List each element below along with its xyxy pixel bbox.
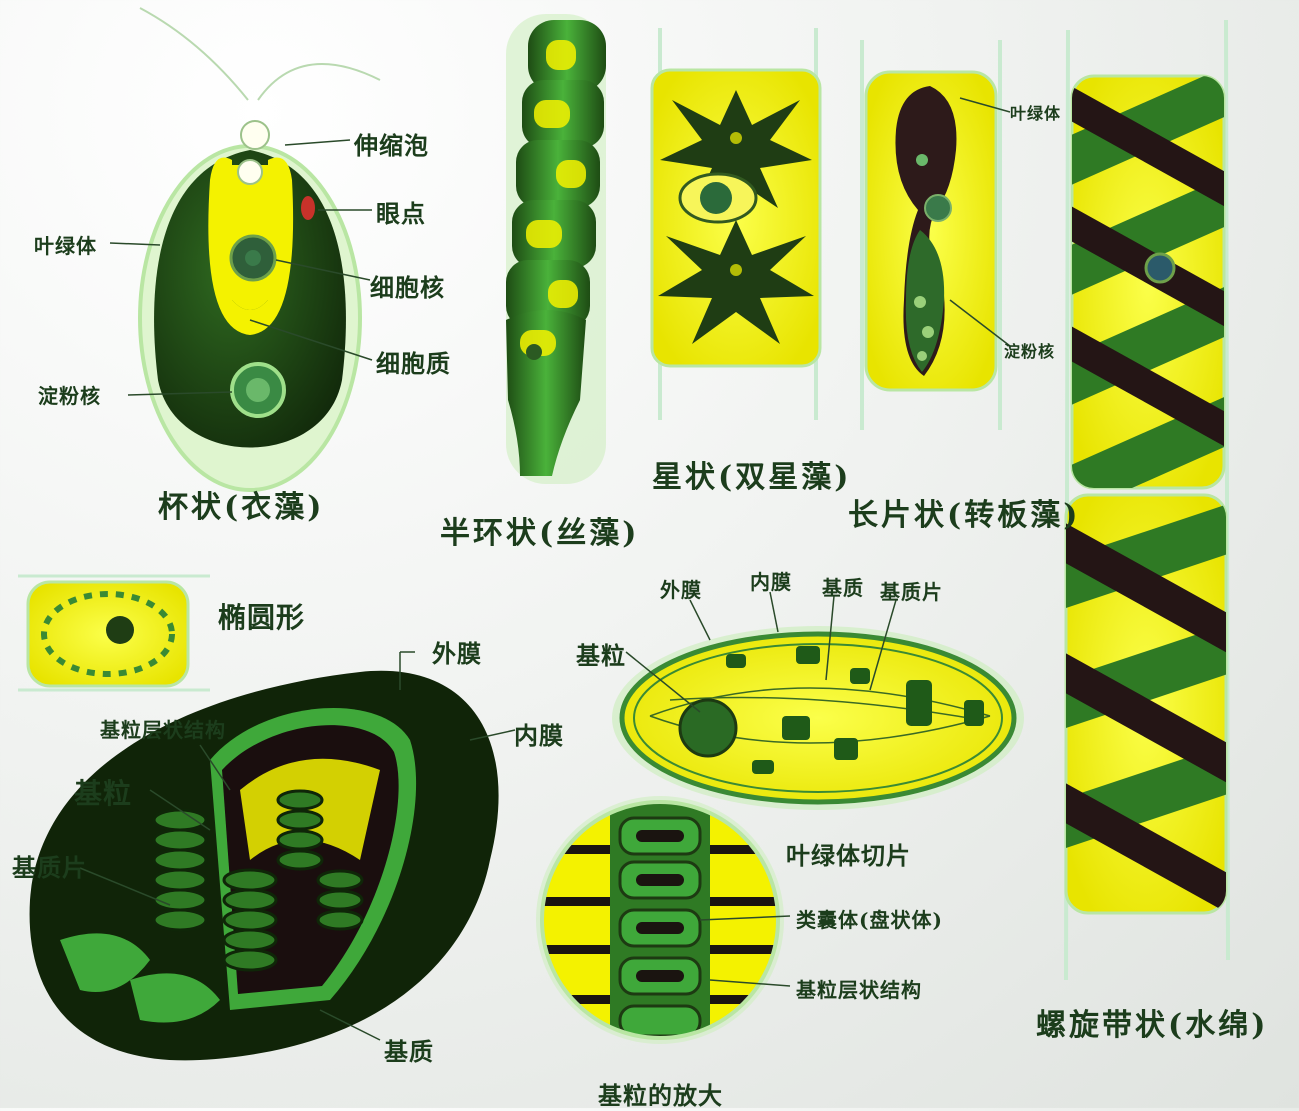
label-3d-granum: 基粒 (74, 772, 132, 812)
label-3d-outer-membrane: 外膜 (432, 634, 482, 669)
label-cytoplasm: 细胞质 (376, 344, 451, 379)
ulothrix-figure (506, 14, 606, 484)
label-3d-stroma: 基质 (384, 1032, 434, 1067)
caption-mougeotia: 长片状(转板藻) (848, 490, 1080, 534)
label-section-stroma: 基质 (822, 572, 864, 601)
mougeotia-figure (862, 40, 1010, 430)
label-thylakoid: 类囊体(盘状体) (796, 904, 943, 933)
label-3d-inner-membrane: 内膜 (514, 716, 564, 751)
granum-enlarged-figure (530, 796, 790, 1044)
chlamydomonas-figure (110, 8, 380, 490)
caption-ulothrix: 半环状(丝藻) (440, 508, 639, 552)
label-3d-stroma-lamella: 基质片 (12, 848, 87, 883)
chloroplast-section-figure (612, 592, 1024, 810)
label-section-stroma-lamella: 基质片 (880, 576, 943, 605)
label-nucleus: 细胞核 (370, 268, 445, 303)
label-contractile-vacuole: 伸缩泡 (354, 126, 429, 161)
caption-ellipsoid: 椭圆形 (218, 596, 305, 636)
label-3d-grana-lamellae: 基粒层状结构 (100, 714, 226, 743)
label-pyrenoid: 淀粉核 (38, 380, 101, 409)
caption-chloroplast-section: 叶绿体切片 (786, 836, 911, 871)
caption-granum-enlarged: 基粒的放大 (598, 1076, 723, 1111)
label-eyespot: 眼点 (376, 194, 426, 229)
label-mougeotia-pyrenoid: 淀粉核 (1004, 338, 1055, 362)
label-section-outer-membrane: 外膜 (660, 574, 702, 603)
label-section-inner-membrane: 内膜 (750, 566, 792, 595)
spirogyra-figure (1060, 20, 1240, 980)
caption-chlamydomonas: 杯状(衣藻) (158, 482, 324, 526)
zygnema-figure (652, 28, 820, 420)
caption-zygnema: 星状(双星藻) (652, 452, 851, 496)
caption-spirogyra: 螺旋带状(水绵) (1036, 1000, 1268, 1044)
ellipsoid-figure (18, 576, 210, 690)
label-chloroplast: 叶绿体 (34, 230, 97, 259)
label-grana-lamellae: 基粒层状结构 (796, 974, 922, 1003)
label-section-granum: 基粒 (576, 636, 626, 671)
label-mougeotia-chloroplast: 叶绿体 (1010, 100, 1061, 124)
